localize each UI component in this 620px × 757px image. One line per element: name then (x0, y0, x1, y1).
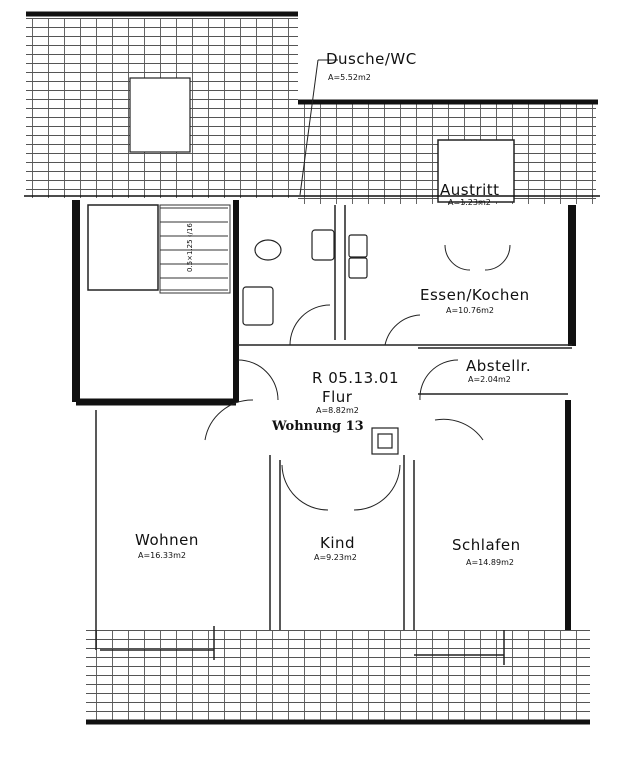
stair-note: 0.5×1.25 ‹/16 (186, 223, 194, 272)
bath-fixtures (242, 229, 399, 455)
skylight (129, 77, 191, 153)
room-name-essen: Essen/Kochen (420, 286, 530, 304)
austritt-opening (437, 139, 515, 203)
room-area-abstell: A=2.04m2 (468, 375, 511, 384)
unit-label: Wohnung 13 (271, 419, 364, 434)
room-area-kind: A=9.23m2 (314, 553, 357, 562)
room-name-austritt: Austritt (440, 181, 500, 199)
room-name-wohnen: Wohnen (135, 531, 199, 549)
room-name-schlafen: Schlafen (452, 536, 521, 554)
roof-hatching (26, 18, 596, 722)
room-area-austritt: A=1.23m2 (448, 198, 491, 207)
room-area-schlafen: A=14.89m2 (466, 558, 514, 567)
room-name-abstell: Abstellr. (466, 357, 531, 375)
room-code-flur: R 05.13.01 (312, 369, 399, 387)
inner-walls (87, 204, 572, 665)
room-area-flur: A=8.82m2 (316, 406, 359, 415)
stair (159, 204, 231, 294)
room-area-wohnen: A=16.33m2 (138, 551, 186, 560)
leader-line (299, 59, 319, 196)
room-name-dusche: Dusche/WC (326, 50, 417, 68)
door-swings (204, 244, 511, 511)
room-area-dusche: A=5.52m2 (328, 73, 371, 82)
room-name-flur: Flur (322, 388, 353, 406)
room-name-kind: Kind (320, 534, 355, 552)
walls (24, 11, 600, 725)
room-area-essen: A=10.76m2 (446, 306, 494, 315)
